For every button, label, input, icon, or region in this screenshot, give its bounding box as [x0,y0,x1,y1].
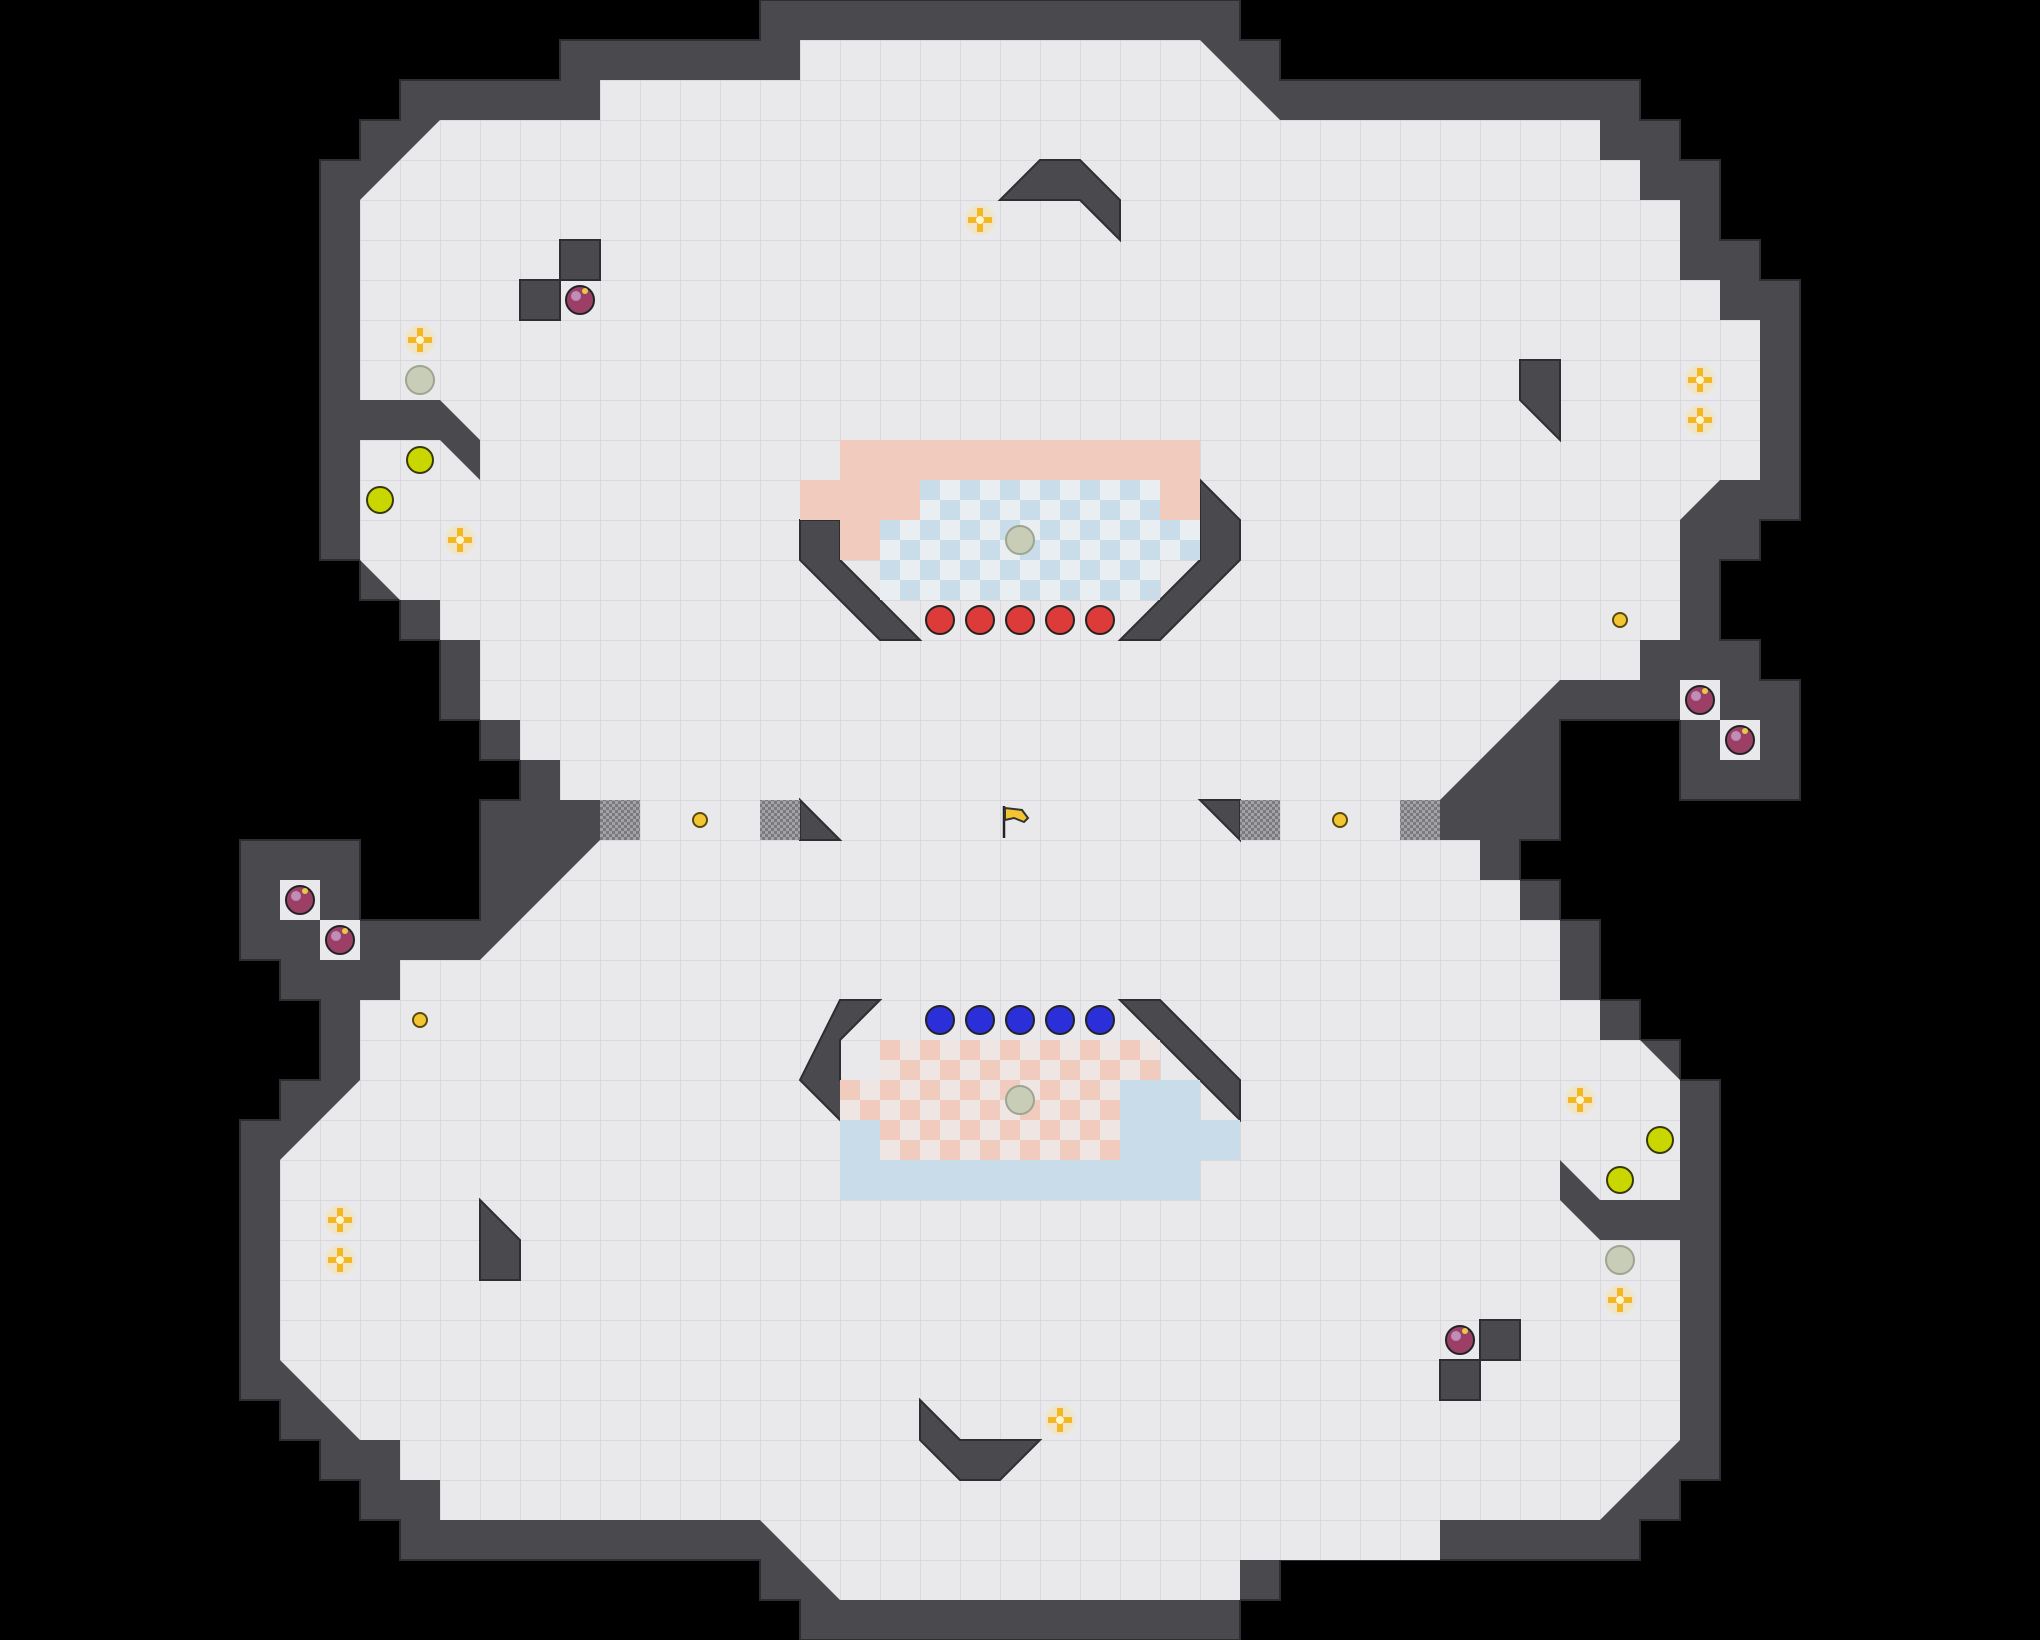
bomb-icon [1445,1325,1475,1355]
button-icon [412,1012,428,1028]
powerup-icon [366,486,394,514]
blue-team-balls [925,1005,1115,1035]
boost-icon [325,1245,355,1275]
gates [600,800,1440,840]
blue-ball [1005,1005,1035,1035]
neutral-flag-icon [1002,806,1030,838]
boost-icon [405,325,435,355]
bomb-icon [565,285,595,315]
gate-icon [1240,800,1280,840]
boost-icon [965,205,995,235]
powerups [366,446,1674,1194]
red-ball [1005,605,1035,635]
boost-icon [325,1205,355,1235]
left-alcove [360,400,480,480]
portal-icon [1605,1245,1635,1275]
red-ball [965,605,995,635]
gate-icon [760,800,800,840]
gate-icon [1400,800,1440,840]
blue-ball [925,1005,955,1035]
boost-icon [445,525,475,555]
red-ball [1085,605,1115,635]
blue-ball [965,1005,995,1035]
portal-icon [405,365,435,395]
inner-walls [479,159,1561,1481]
boosts [325,205,1715,1435]
button-icon [1332,812,1348,828]
boost-icon [1605,1285,1635,1315]
red-ball [1045,605,1075,635]
powerup-icon [406,446,434,474]
red-team-balls [925,605,1115,635]
bomb-icon [325,925,355,955]
bomb-icon [1725,725,1755,755]
blue-ball [1045,1005,1075,1035]
powerup-icon [1646,1126,1674,1154]
boost-icon [1565,1085,1595,1115]
portal-icon [1005,525,1035,555]
buttons [412,612,1628,1028]
button-icon [692,812,708,828]
red-endzone [800,440,1200,600]
blue-endzone [840,1040,1240,1200]
bomb-icon [285,885,315,915]
blue-ball [1085,1005,1115,1035]
portal-icon [1005,1085,1035,1115]
boost-icon [1045,1405,1075,1435]
portals [405,365,1635,1275]
red-ball [925,605,955,635]
boost-icon [1685,405,1715,435]
bomb-icon [1685,685,1715,715]
button-icon [1612,612,1628,628]
gate-icon [600,800,640,840]
powerup-icon [1606,1166,1634,1194]
bombs [285,285,1755,1355]
boost-icon [1685,365,1715,395]
right-alcove [1560,1160,1680,1240]
